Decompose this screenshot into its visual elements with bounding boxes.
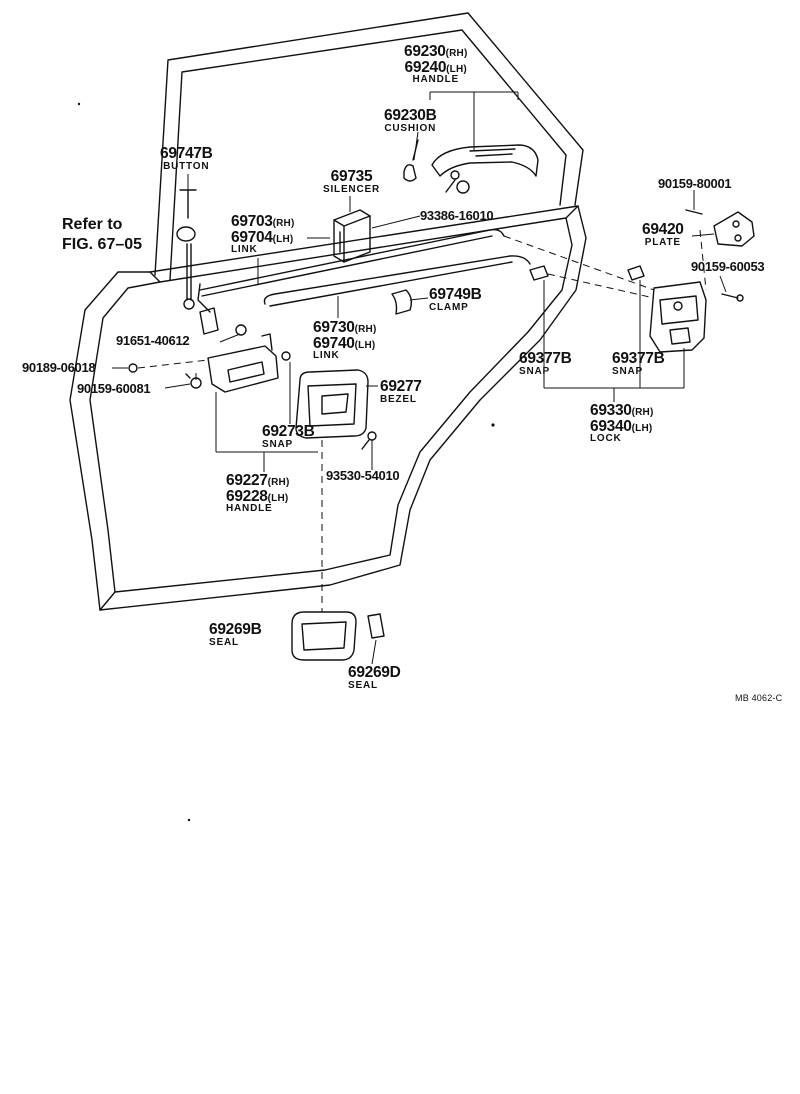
- snap-handle-label: 69273B SNAP: [262, 423, 315, 450]
- bolt-90159-80001-label: 90159-80001: [658, 176, 732, 191]
- door-edge: [99, 205, 579, 611]
- handle-bolt: [445, 179, 470, 194]
- fastener-90189: [128, 363, 138, 373]
- bolt-91651-label: 91651-40612: [116, 333, 190, 348]
- plate-bolt-upper: [685, 209, 703, 215]
- snap-right-label: 69377B SNAP: [612, 350, 665, 377]
- silencer-label: 69735 SILENCER: [323, 168, 380, 195]
- lock-button: [176, 189, 197, 310]
- dash-fastener-left: [137, 359, 209, 380]
- outside-handle: [431, 144, 539, 180]
- stray-dot-2: [77, 102, 81, 106]
- seal-b-label: 69269B SEAL: [209, 621, 262, 648]
- bezel-label: 69277 BEZEL: [380, 378, 422, 405]
- inside-handle: [199, 307, 291, 393]
- lock-label: 69330(RH) 69340(LH) LOCK: [590, 402, 654, 444]
- lower-link-rod: [263, 255, 531, 307]
- striker-plate: [713, 211, 755, 247]
- dash-handle-lock: [503, 235, 655, 291]
- leader-93386: [371, 215, 421, 229]
- bolt-90159-60081-label: 90159-60081: [77, 381, 151, 396]
- plate-label: 69420 PLATE: [642, 221, 684, 248]
- stray-dot-3: [187, 818, 191, 822]
- leader-upper-link: [257, 237, 330, 284]
- bezel: [295, 369, 369, 439]
- inside-handle-label: 69227(RH) 69228(LH) HANDLE: [226, 472, 290, 514]
- door-panel-inner: [89, 217, 573, 593]
- seal-69269d: [367, 613, 385, 639]
- figure-reference: Refer to FIG. 67–05: [62, 216, 143, 253]
- bolt-93386-label: 93386-16010: [420, 208, 494, 223]
- snap-left-rod: [529, 265, 549, 281]
- leader-90159-60081: [164, 383, 191, 389]
- door-panel-outer: [69, 205, 587, 611]
- button-label: 69747B BUTTON: [160, 145, 213, 172]
- dash-plate-lock: [699, 229, 707, 291]
- plate-bolt-lower: [721, 293, 744, 302]
- leader-91651: [219, 333, 241, 343]
- screw-93530: [361, 431, 377, 450]
- cushion-label: 69230B CUSHION: [384, 107, 437, 134]
- leader-inside-handle: [215, 392, 318, 472]
- door-frame-inner: [169, 29, 567, 281]
- door-frame-outer: [154, 12, 584, 276]
- screw-93530-label: 93530-54010: [326, 468, 400, 483]
- outside-handle-label: 69230(RH) 69240(LH) HANDLE: [404, 43, 468, 85]
- leader-handle: [429, 91, 519, 150]
- stray-dot: [491, 423, 495, 427]
- leader-clamp: [409, 297, 429, 301]
- bolt-90159-60053-label: 90159-60053: [691, 259, 765, 274]
- lower-link-label: 69730(RH) 69740(LH) LINK: [313, 319, 377, 361]
- clamp-label: 69749B CLAMP: [429, 286, 482, 313]
- snap-right-rod: [627, 265, 645, 281]
- leader-cushion: [413, 131, 419, 161]
- seal-d-label: 69269D SEAL: [348, 664, 401, 691]
- leader-plate: [691, 233, 715, 237]
- nut-90189-label: 90189-06018: [22, 360, 96, 375]
- dash-snap-lock: [547, 273, 655, 299]
- clamp: [391, 289, 413, 315]
- door-lock-assembly: [649, 281, 707, 353]
- leader-seal-d: [371, 639, 377, 665]
- snap-left-label: 69377B SNAP: [519, 350, 572, 377]
- upper-link-label: 69703(RH) 69704(LH) LINK: [231, 213, 295, 255]
- upper-link-rod: [197, 228, 505, 313]
- leader-lock: [543, 280, 685, 402]
- fastener-90159-60081: [185, 373, 202, 389]
- silencer: [333, 209, 371, 263]
- leader-plate-bolt-lower: [719, 275, 727, 293]
- drawing-code: MB 4062-C: [735, 693, 783, 703]
- seal-69269b: [291, 611, 357, 661]
